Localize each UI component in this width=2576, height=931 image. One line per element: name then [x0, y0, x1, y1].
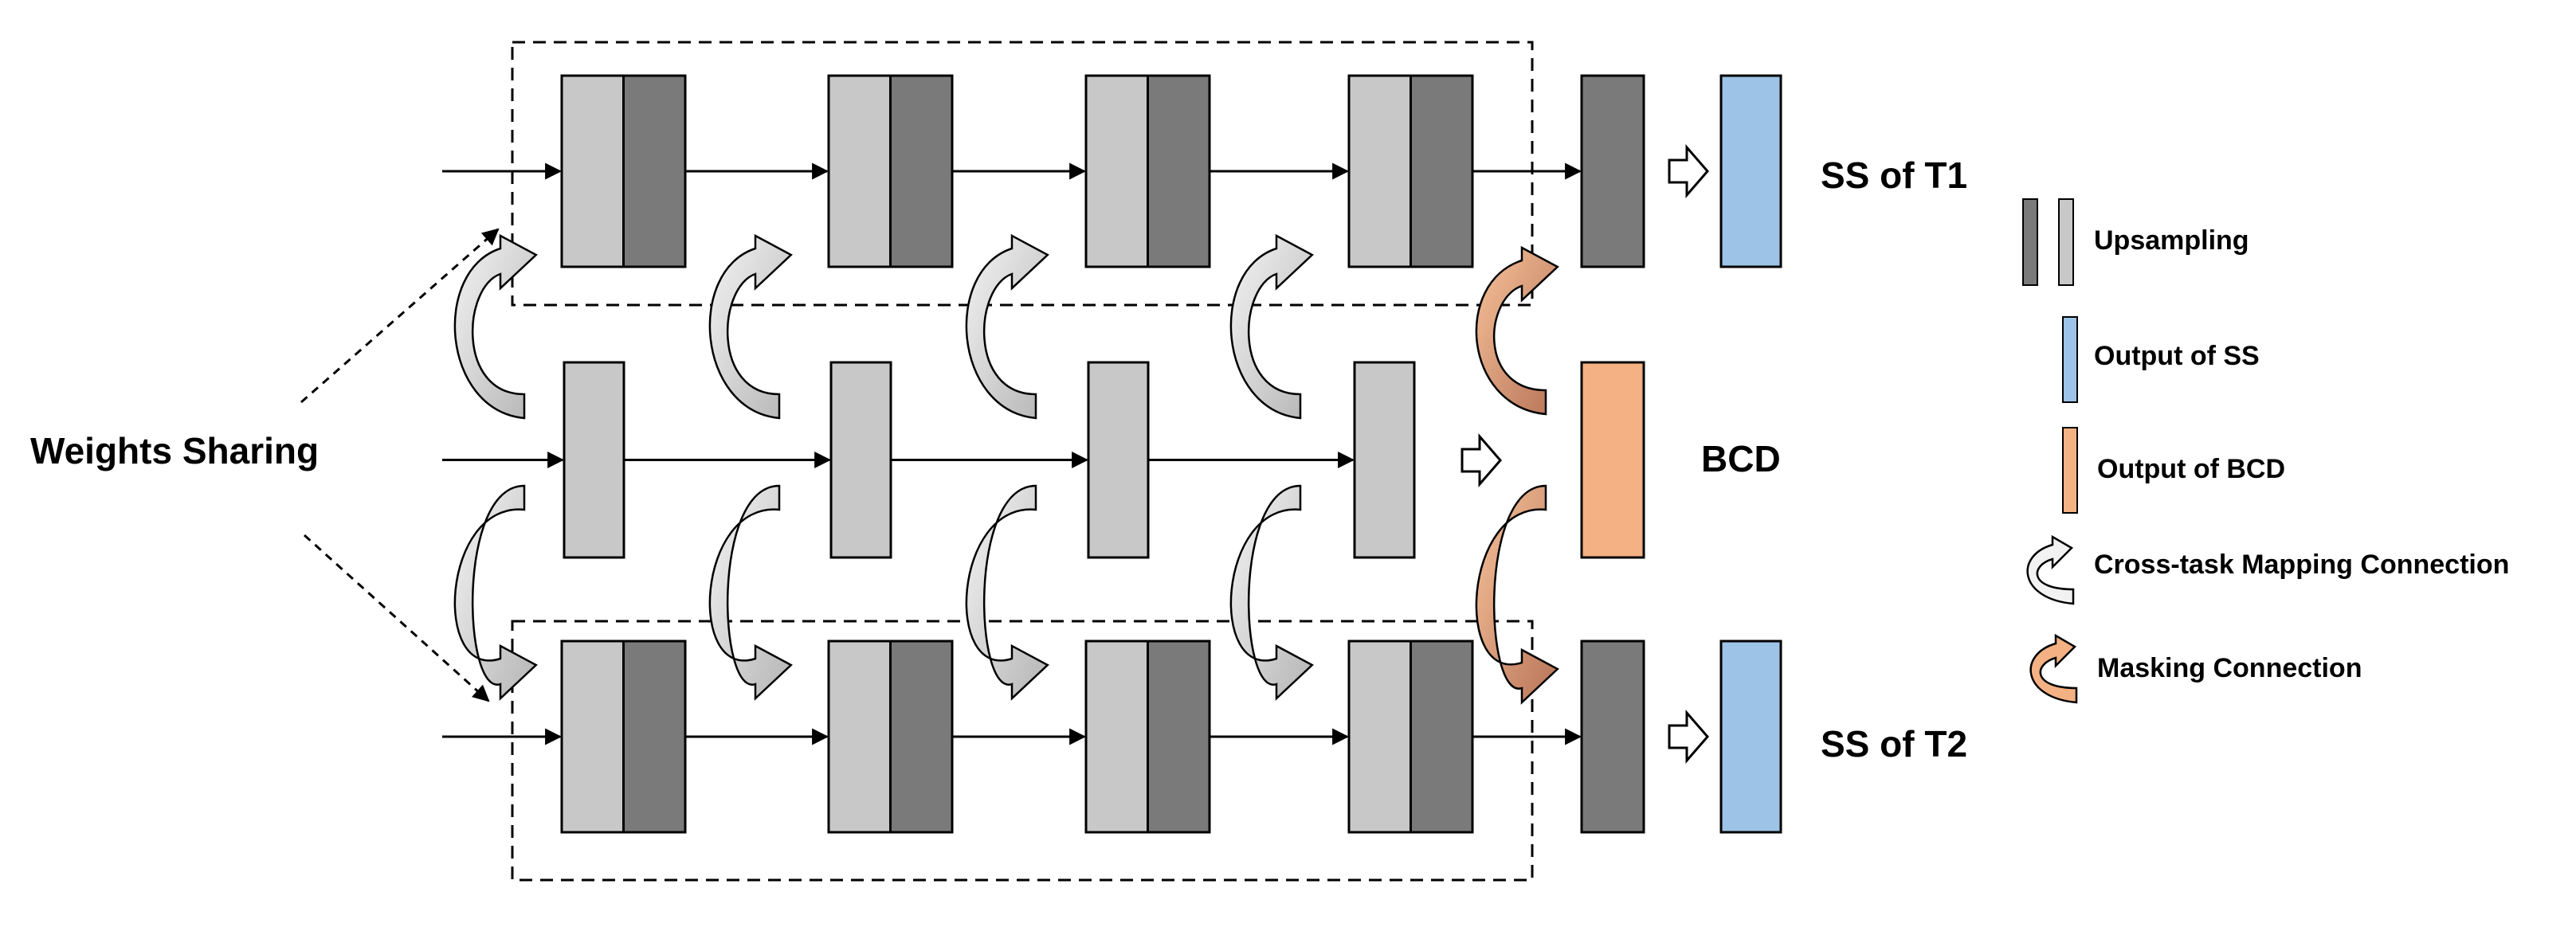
bcd-label: BCD [1701, 438, 1781, 479]
upsample-block-top-2-dark [889, 74, 954, 268]
legend: Upsampling Output of SS Output of BCD Cr… [2022, 198, 2509, 704]
upsample-block-top-4-light [1347, 74, 1412, 268]
cross-task-arrow-lower-4 [1229, 484, 1314, 701]
dashed-box-bottom [511, 620, 1534, 882]
upsample-block-top-3-dark [1147, 74, 1211, 268]
weights-sharing-arrow-top [300, 228, 500, 404]
ss-output-bottom [1719, 640, 1782, 834]
legend-masking-shape [2029, 633, 2078, 704]
legend-bcd-swatch [2062, 427, 2078, 514]
middle-block-3 [1087, 361, 1150, 559]
cross-task-arrow-lower-3 [965, 484, 1049, 701]
masking-arrow-upper [1475, 245, 1559, 416]
middle-block-1 [563, 361, 625, 559]
ss-output-top [1719, 74, 1782, 268]
upsample-block-bottom-1-dark [622, 640, 687, 834]
legend-ss-label: Output of SS [2094, 341, 2260, 371]
middle-block-2 [829, 361, 892, 559]
upsample-block-bottom-2-light [827, 640, 892, 834]
upsample-block-bottom-3-dark [1147, 640, 1211, 834]
middle-block-4 [1353, 361, 1416, 559]
upsample-block-top-3-light [1084, 74, 1149, 268]
upsample-block-bottom-3-light [1084, 640, 1149, 834]
output-arrow-bottom [1668, 709, 1709, 765]
upsample-block-bottom-2-dark [889, 640, 954, 834]
cross-task-arrow-lower-2 [708, 484, 793, 701]
cross-task-arrow-upper-1 [453, 233, 538, 420]
legend-upsampling-dark-swatch [2022, 198, 2038, 286]
upsample-block-bottom-4-dark [1410, 640, 1474, 834]
output-arrow-top [1668, 143, 1709, 199]
upsample-block-top-4-dark [1410, 74, 1474, 268]
final-upsample-block-bottom [1580, 640, 1645, 834]
final-upsample-block-top [1580, 74, 1645, 268]
cross-task-arrow-upper-4 [1229, 233, 1314, 420]
upsample-block-top-1-dark [622, 74, 687, 268]
bcd-output [1580, 361, 1645, 559]
cross-task-arrow-upper-2 [708, 233, 793, 420]
output-arrow-middle [1461, 432, 1502, 488]
legend-masking-label: Masking Connection [2097, 653, 2362, 683]
upsample-block-bottom-4-light [1347, 640, 1412, 834]
legend-bcd-label: Output of BCD [2097, 454, 2285, 484]
cross-task-arrow-upper-3 [965, 233, 1049, 420]
legend-masking-icon [2029, 633, 2078, 704]
weights-sharing-arrow-bottom [303, 534, 490, 702]
legend-ss-swatch [2062, 316, 2078, 403]
legend-upsampling-light-swatch [2058, 198, 2074, 286]
dashed-box-top [511, 41, 1534, 307]
cross-task-arrow-lower-1 [453, 484, 538, 701]
legend-upsampling-label: Upsampling [2094, 225, 2249, 256]
legend-cross-task-icon [2026, 534, 2075, 605]
ss-t1-label: SS of T1 [1821, 155, 1967, 196]
weights-sharing-label: Weights Sharing [30, 430, 319, 471]
legend-cross-task-label: Cross-task Mapping Connection [2094, 550, 2509, 580]
upsample-block-top-1-light [560, 74, 625, 268]
upsample-block-bottom-1-light [560, 640, 625, 834]
masking-arrow-lower [1475, 484, 1559, 705]
ss-t2-label: SS of T2 [1821, 723, 1967, 765]
upsample-block-top-2-light [827, 74, 892, 268]
legend-cross-task-shape [2026, 534, 2075, 605]
